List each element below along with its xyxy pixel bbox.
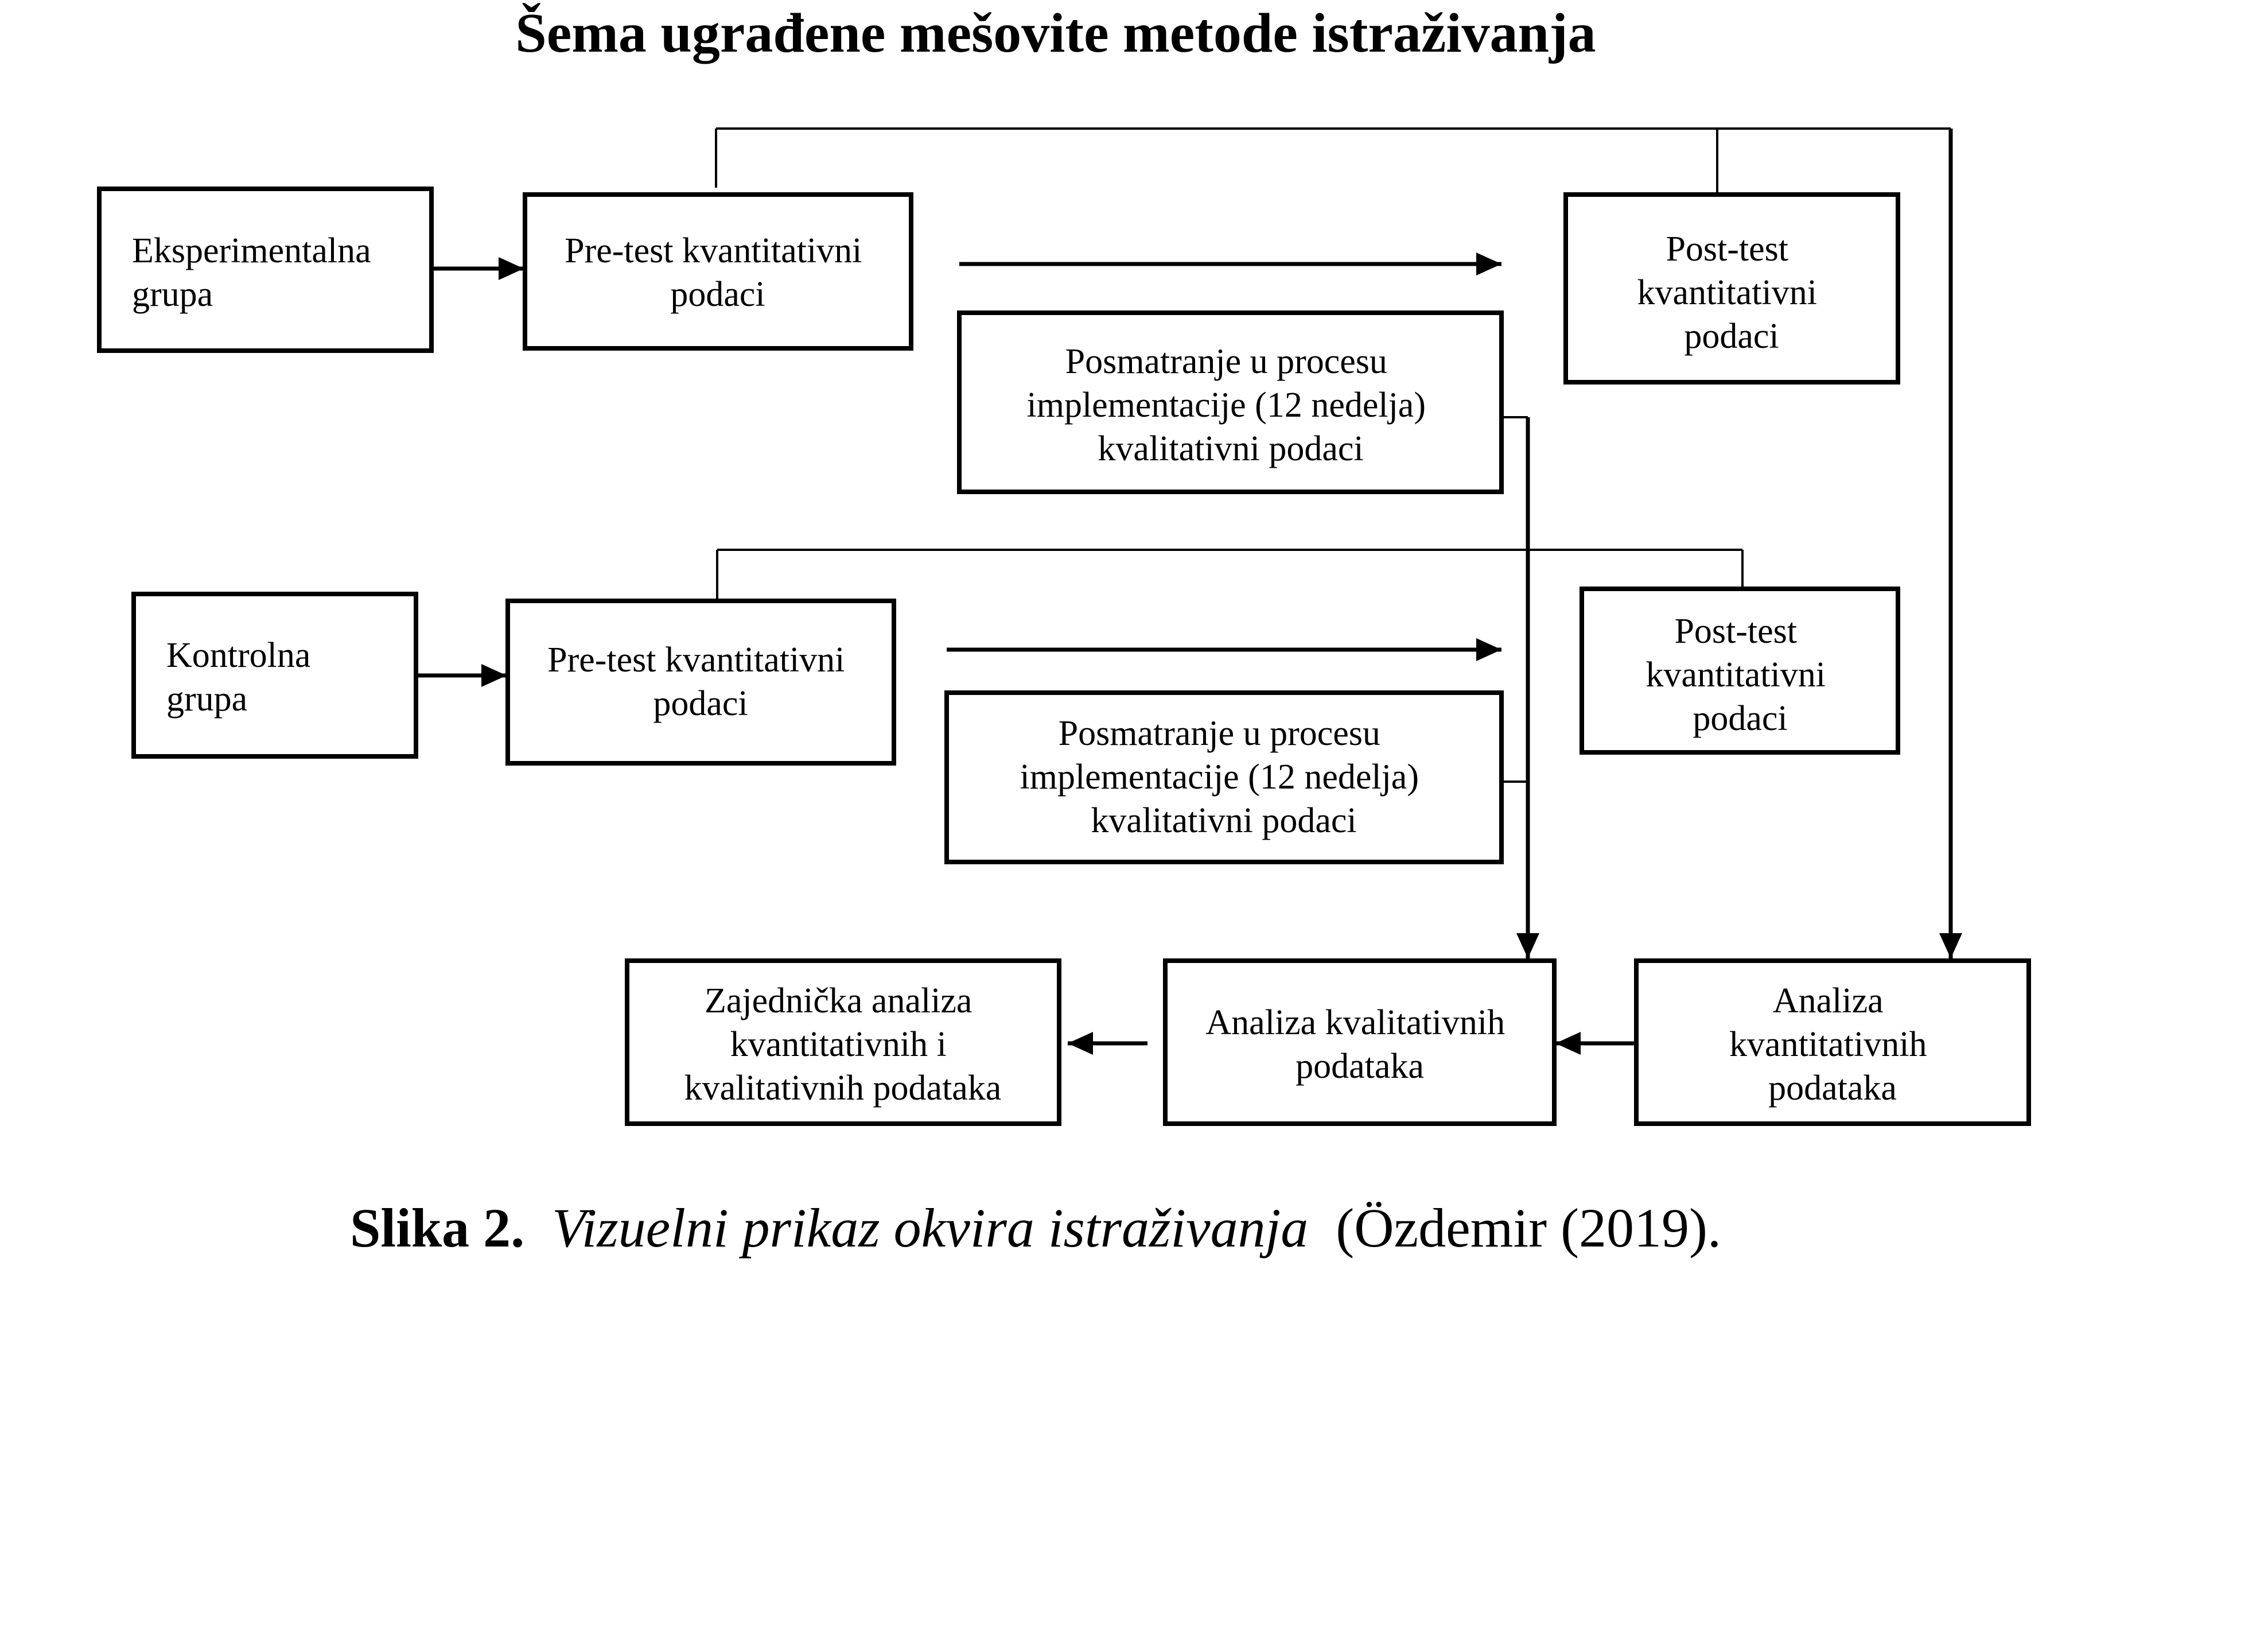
box-exp-observation-line: Posmatranje u procesu xyxy=(1065,342,1387,381)
box-exp-group: Eksperimentalna grupa xyxy=(97,187,434,353)
connector-lines xyxy=(715,127,1951,783)
svg-text:Kontrolna grupa: Kontrolna grupa xyxy=(166,636,320,719)
box-exp-posttest-line: podaci xyxy=(1684,317,1779,356)
caption-label: Slika 2. xyxy=(350,1197,524,1259)
box-ctrl-posttest-line: Post-test xyxy=(1674,612,1797,651)
box-ctrl-group-line: Kontrolna xyxy=(166,636,310,675)
svg-text:Pre-test kvantitativni p: Pre-test kvantitativni podaci xyxy=(565,231,871,314)
box-exp-pretest-line: podaci xyxy=(670,275,765,314)
box-joint-analysis: Zajednička analiza kvantitativnih i kval… xyxy=(625,958,1061,1126)
box-quant-analysis: Analiza kvantitativnih podataka xyxy=(1634,958,2031,1126)
box-joint-analysis-line: Zajednička analiza xyxy=(705,981,972,1020)
box-ctrl-pretest-line: Pre-test kvantitativni xyxy=(547,640,845,679)
box-ctrl-observation-line: kvalitativni podaci xyxy=(1091,801,1356,840)
box-joint-analysis-line: kvantitativnih i xyxy=(730,1025,947,1064)
box-ctrl-group: Kontrolna grupa xyxy=(131,592,418,759)
svg-text:Analiza kvalitativnih po: Analiza kvalitativnih podataka xyxy=(1205,1003,1514,1086)
box-exp-posttest-line: kvantitativni xyxy=(1637,273,1817,312)
box-exp-posttest-line: Post-test xyxy=(1666,230,1788,269)
svg-text:Eksperimentalna grupa: Eksperimentalna grupa xyxy=(132,231,380,314)
box-exp-group-line: grupa xyxy=(132,275,213,314)
svg-text:Posmatranje u procesu im: Posmatranje u procesu implementacije (12… xyxy=(1020,714,1428,840)
box-ctrl-group-line: grupa xyxy=(166,679,247,719)
svg-text:Pre-test kvantitativni p: Pre-test kvantitativni podaci xyxy=(547,640,854,723)
box-exp-observation: Posmatranje u procesu implementacije (12… xyxy=(957,310,1504,494)
box-ctrl-observation-line: Posmatranje u procesu xyxy=(1059,714,1380,753)
svg-text:Post-test kvantitativni: Post-test kvantitativni podaci xyxy=(1646,612,1835,738)
box-ctrl-pretest-line: podaci xyxy=(653,684,748,723)
box-quant-analysis-line: podataka xyxy=(1768,1069,1897,1108)
box-ctrl-observation: Posmatranje u procesu implementacije (12… xyxy=(944,690,1504,864)
box-exp-pretest: Pre-test kvantitativni podaci xyxy=(523,192,913,351)
box-ctrl-posttest: Post-test kvantitativni podaci xyxy=(1580,587,1900,755)
svg-text:Post-test kvantitativni: Post-test kvantitativni podaci xyxy=(1637,230,1826,356)
box-qual-analysis: Analiza kvalitativnih podataka xyxy=(1163,958,1557,1126)
box-qual-analysis-line: podataka xyxy=(1296,1047,1424,1086)
box-exp-observation-line: kvalitativni podaci xyxy=(1098,429,1363,468)
box-exp-pretest-line: Pre-test kvantitativni xyxy=(565,231,862,270)
box-exp-posttest: Post-test kvantitativni podaci xyxy=(1563,192,1900,385)
box-ctrl-posttest-line: kvantitativni xyxy=(1646,655,1826,694)
svg-text:Posmatranje u procesu im: Posmatranje u procesu implementacije (12… xyxy=(1027,342,1435,468)
box-quant-analysis-line: kvantitativnih xyxy=(1729,1025,1927,1064)
box-ctrl-posttest-line: podaci xyxy=(1693,699,1787,738)
box-ctrl-pretest: Pre-test kvantitativni podaci xyxy=(505,599,896,766)
box-exp-group-line: Eksperimentalna xyxy=(132,231,371,270)
svg-text:Zajednička analiza kvant: Zajednička analiza kvantitativnih i kval… xyxy=(684,981,1002,1108)
box-joint-analysis-line: kvalitativnih podataka xyxy=(684,1069,1002,1108)
caption-source: (Özdemir (2019). xyxy=(1336,1197,1721,1259)
arrows xyxy=(416,129,1962,1055)
caption-title: Vizuelni prikaz okvira istraživanja xyxy=(552,1197,1308,1259)
box-exp-observation-line: implementacije (12 nedelja) xyxy=(1027,386,1426,425)
box-ctrl-observation-line: implementacije (12 nedelja) xyxy=(1020,758,1419,797)
svg-text:Analiza kvantitativnih: Analiza kvantitativnih podataka xyxy=(1729,981,1936,1108)
diagram-title: Šema ugrađene mešovite metode istraživan… xyxy=(515,2,1596,64)
box-qual-analysis-line: Analiza kvalitativnih xyxy=(1205,1003,1505,1042)
figure-caption: Slika 2. Vizuelni prikaz okvira istraživ… xyxy=(350,1197,1721,1259)
box-quant-analysis-line: Analiza xyxy=(1773,981,1884,1020)
